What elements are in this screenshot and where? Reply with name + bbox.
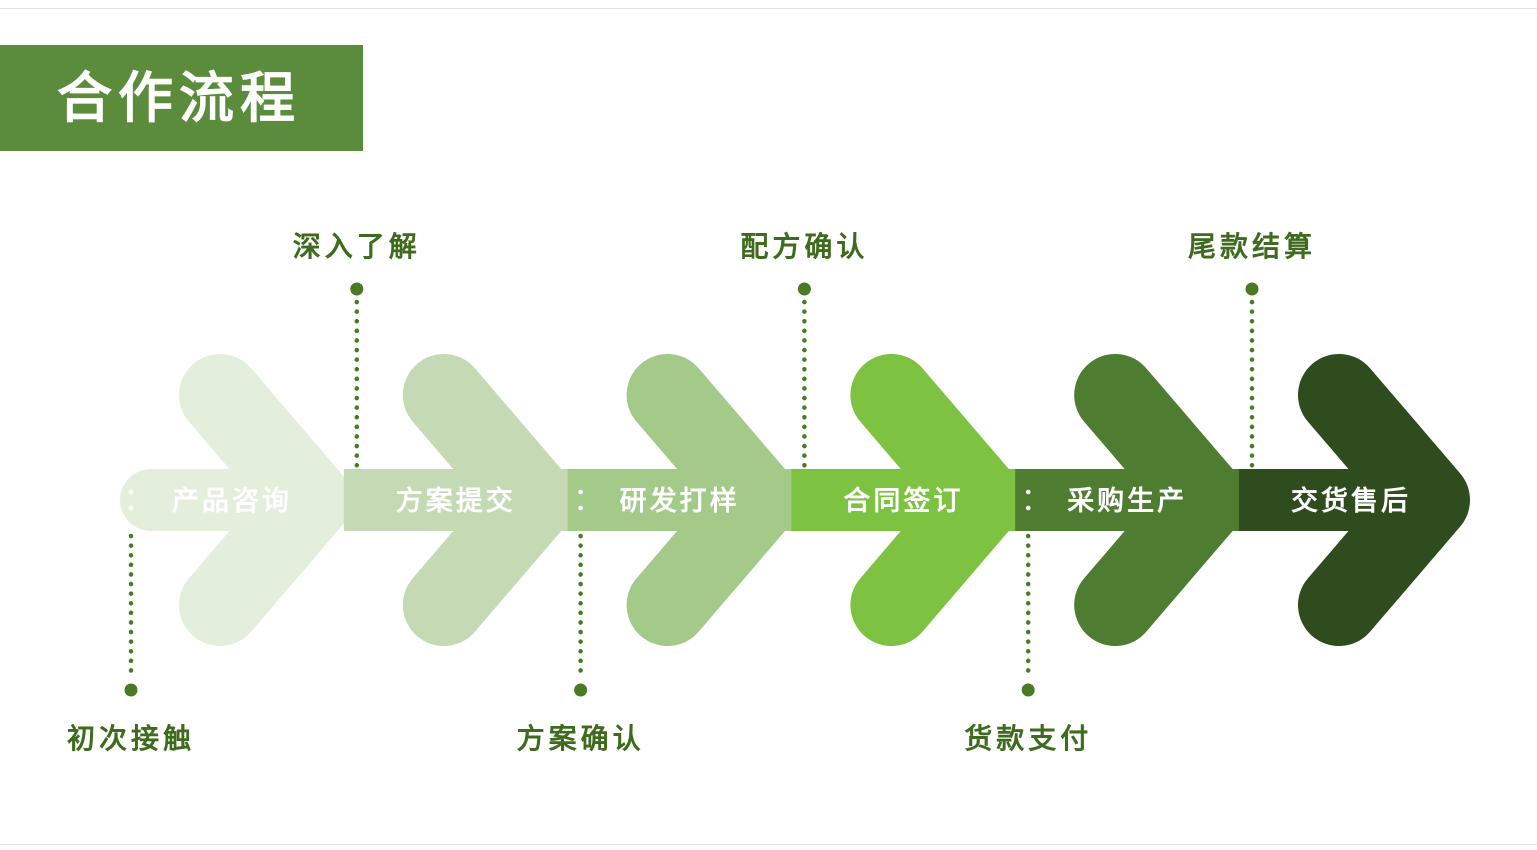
milestone: 尾款结算 <box>1188 230 1316 469</box>
page-title: 合作流程 <box>57 67 302 129</box>
milestone: 配方确认 <box>740 230 868 469</box>
milestone: 货款支付 <box>964 489 1092 754</box>
band-cross-dot <box>1025 489 1031 495</box>
milestone-dot <box>574 683 588 697</box>
band-cross-dot <box>1025 505 1031 511</box>
milestone-label: 配方确认 <box>740 230 868 262</box>
step-label: 采购生产 <box>1067 486 1187 516</box>
slide-edge-bottom <box>0 844 1537 845</box>
milestone: 深入了解 <box>293 231 421 469</box>
milestone-label: 深入了解 <box>293 231 421 262</box>
step-label: 交货售后 <box>1291 485 1411 516</box>
band-cross-dot <box>128 489 134 495</box>
milestone-dot <box>124 683 138 697</box>
process-step: 采购生产 <box>1015 354 1247 646</box>
milestone-dot <box>350 282 364 296</box>
milestone-label: 货款支付 <box>964 722 1092 754</box>
process-step: 交货售后 <box>1239 354 1470 646</box>
title-banner: 合作流程 <box>0 45 363 151</box>
milestone-dot <box>797 282 811 296</box>
step-label: 研发打样 <box>620 485 740 516</box>
milestone: 初次接触 <box>67 489 195 754</box>
step-label: 合同签订 <box>843 485 963 516</box>
process-step: 产品咨询 <box>120 354 351 646</box>
step-chevron-arrow <box>179 354 351 646</box>
slide-edge-top <box>0 8 1537 9</box>
step-chevron-arrow <box>1074 354 1247 646</box>
milestone-label: 尾款结算 <box>1188 230 1316 262</box>
milestone-label: 初次接触 <box>67 723 195 754</box>
step-chevron-arrow <box>1298 354 1470 646</box>
step-chevron-arrow <box>850 354 1023 646</box>
step-label: 产品咨询 <box>172 486 292 516</box>
milestone-dot <box>1021 683 1035 697</box>
milestone-dot <box>1245 282 1259 296</box>
band-cross-dot <box>128 505 134 511</box>
band-cross-dot <box>578 489 583 495</box>
milestone-label: 方案确认 <box>517 722 645 754</box>
process-step: 研发打样 <box>567 354 799 646</box>
milestone: 方案确认 <box>517 489 645 754</box>
step-chevron-arrow <box>626 354 799 646</box>
band-cross-dot <box>578 505 583 511</box>
step-label: 方案提交 <box>396 485 516 516</box>
step-chevron-arrow <box>402 354 575 646</box>
process-step: 合同签订 <box>791 354 1023 646</box>
process-step: 方案提交 <box>343 354 575 646</box>
